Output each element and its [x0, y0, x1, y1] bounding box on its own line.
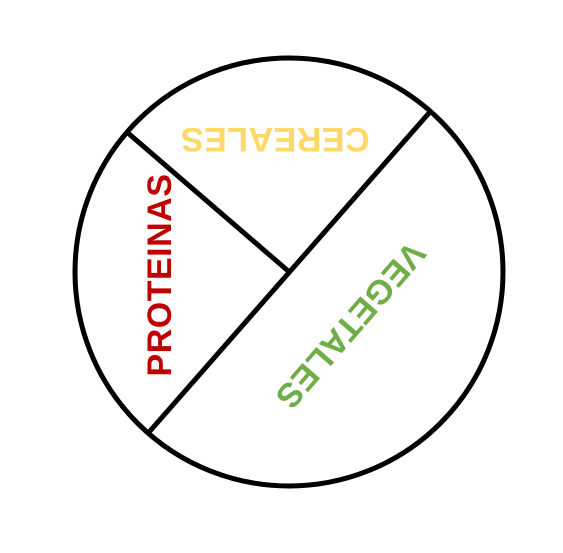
divider-cereales-proteinas — [125, 130, 290, 273]
divider-vegetales — [147, 110, 432, 434]
cereales-label: CEREALES — [180, 120, 369, 158]
proteinas-label: PROTEINAS — [141, 174, 179, 377]
